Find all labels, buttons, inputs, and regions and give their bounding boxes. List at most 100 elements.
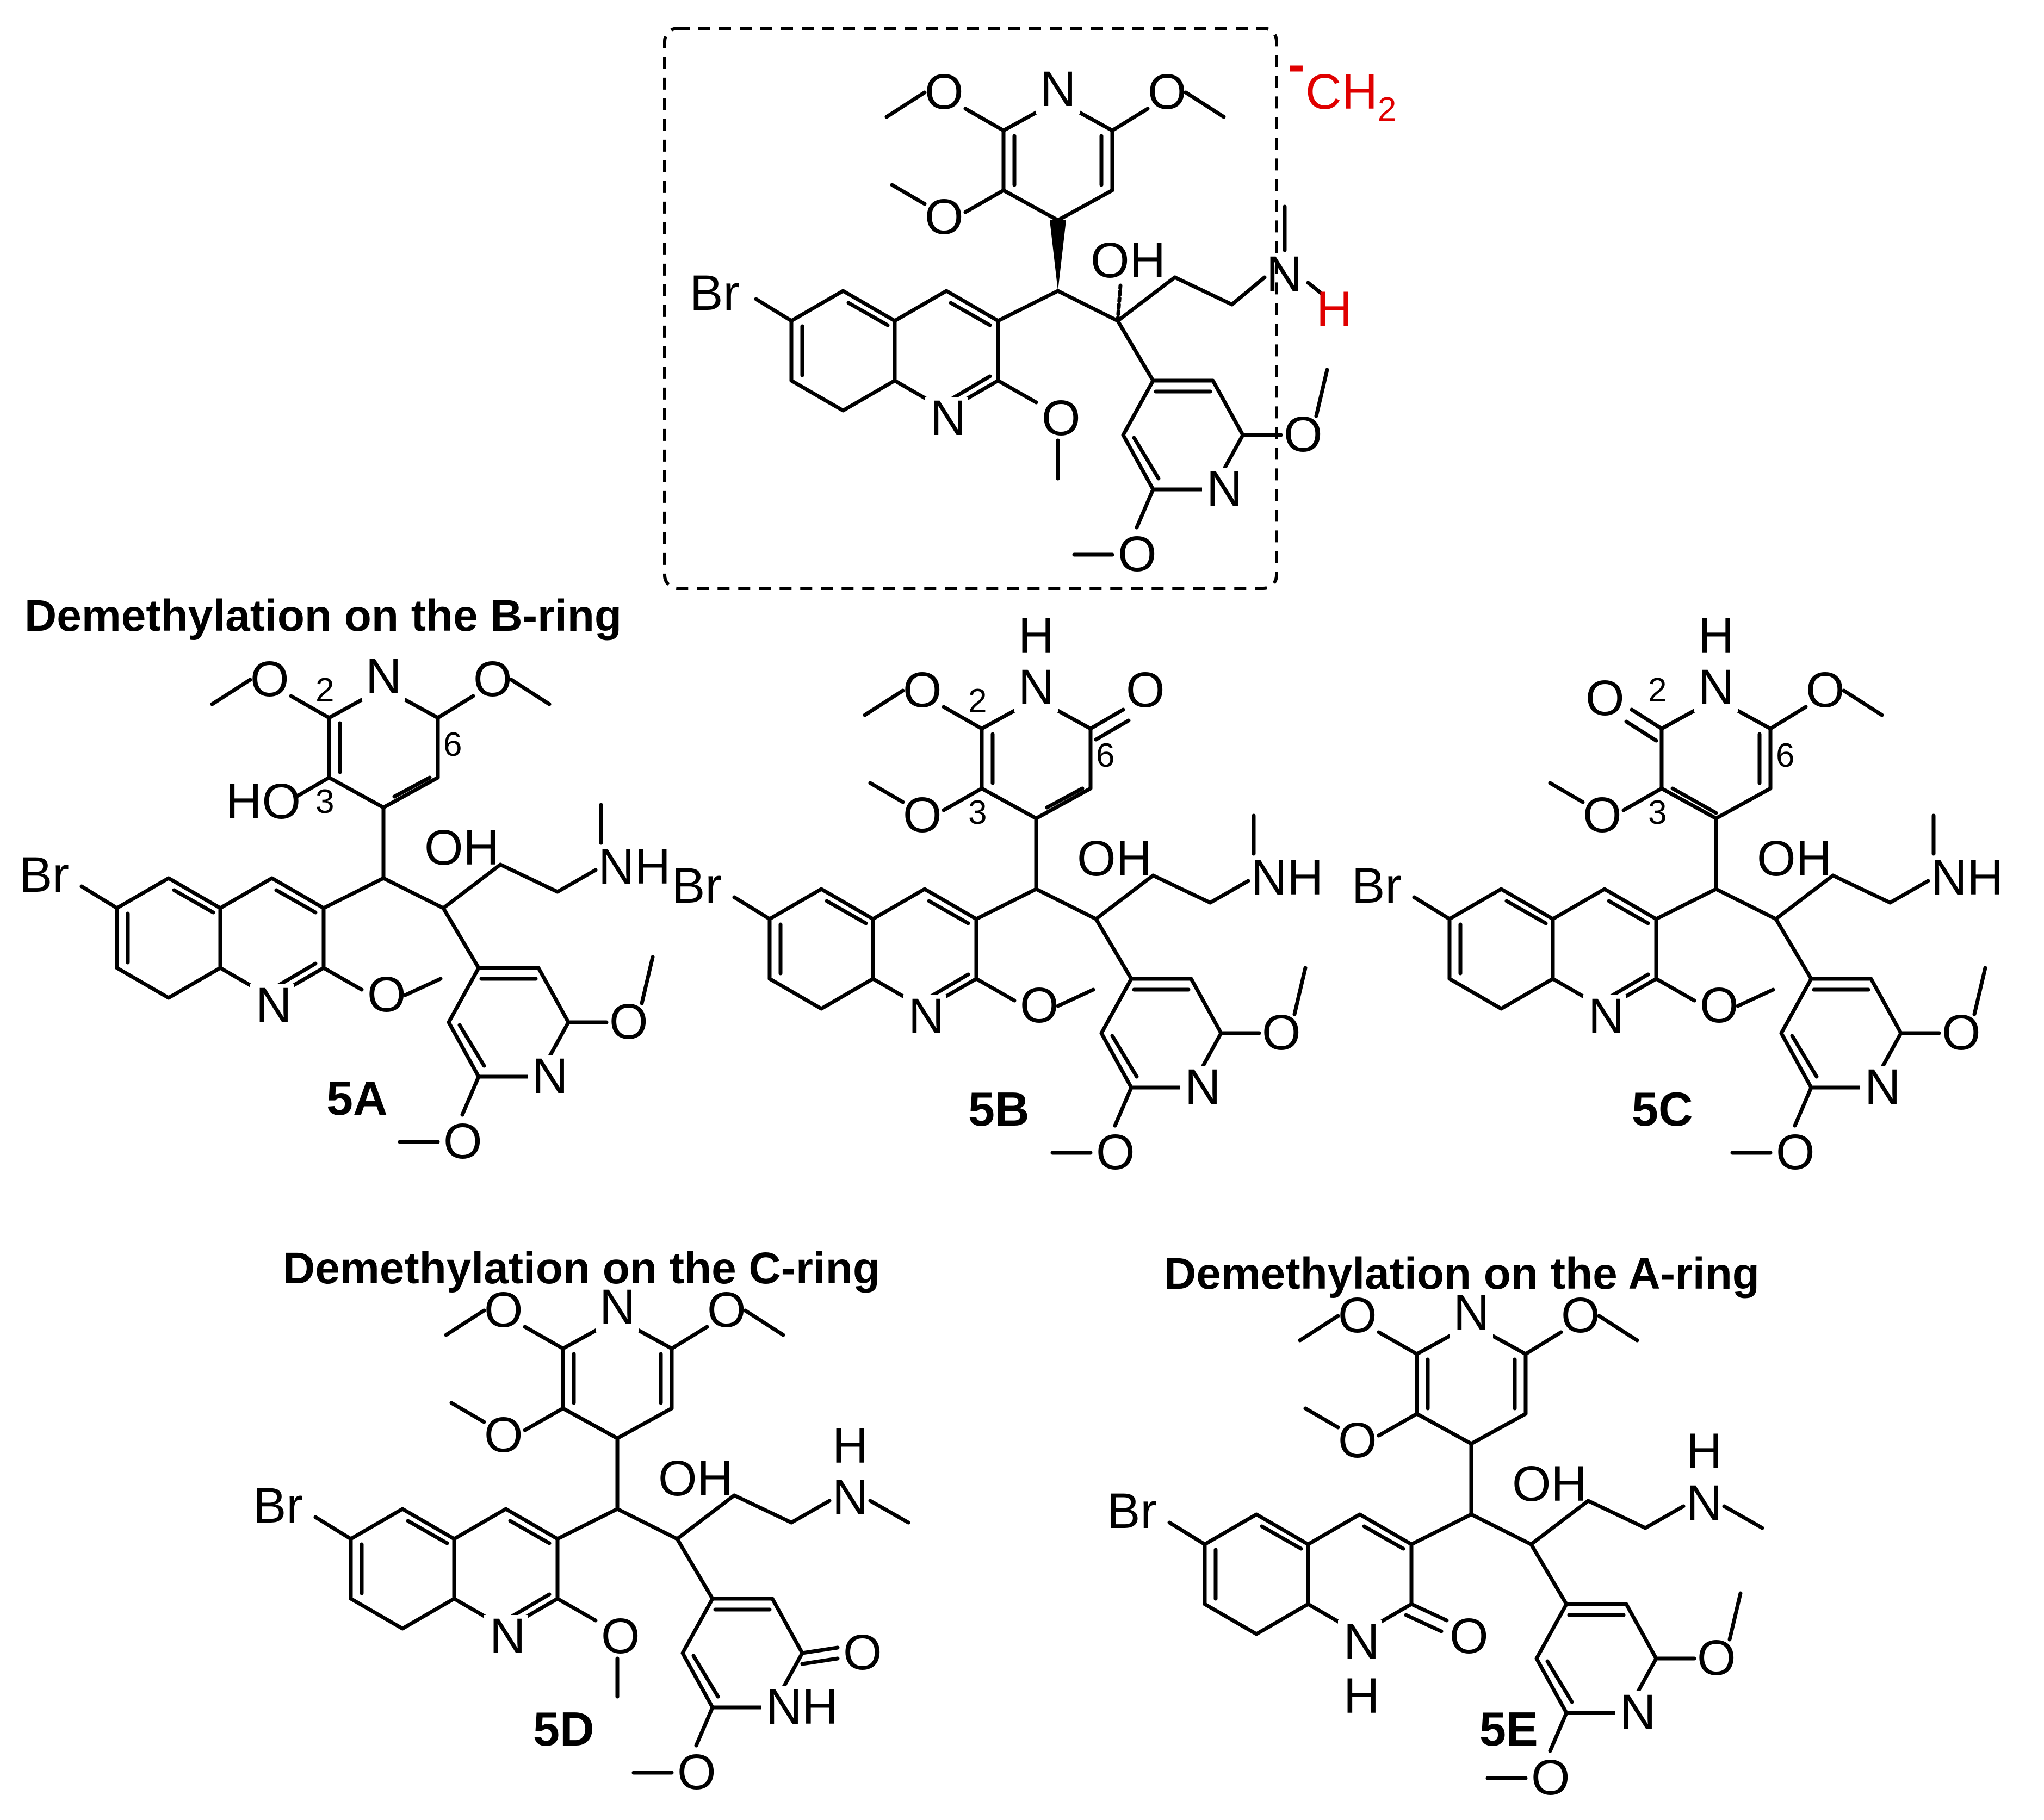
svg-text:O: O [473,651,512,707]
heading-c-ring: Demethylation on the C-ring [283,1244,880,1293]
compound-5b: Br N O OH NH N H O O O 2 3 6 [672,608,1323,1180]
svg-text:N: N [256,978,292,1033]
compound-5d: Br N O OH N H N O O O NH [253,1279,910,1800]
label-5b: 5B [968,1082,1030,1136]
svg-text:O: O [677,1744,716,1800]
svg-text:O: O [1096,1125,1135,1180]
label-5a: 5A [326,1071,388,1125]
svg-text:N: N [1453,1285,1489,1340]
svg-text:H: H [1018,608,1054,663]
svg-text:O: O [367,967,406,1022]
svg-text:Br: Br [253,1478,303,1533]
svg-text:NH: NH [1251,850,1323,905]
svg-text:3: 3 [315,783,334,821]
svg-text:O: O [601,1608,640,1664]
svg-text:O: O [1338,1288,1377,1343]
svg-text:O: O [1776,1125,1815,1180]
hydroxyl: OH [1091,233,1166,288]
svg-text:OH: OH [1512,1456,1587,1512]
svg-text:O: O [707,1282,746,1338]
svg-text:O: O [443,1114,482,1169]
amine-h: H [1316,282,1352,337]
svg-text:Br: Br [19,847,69,903]
svg-text:H: H [1686,1424,1722,1479]
svg-text:Br: Br [1107,1483,1157,1539]
svg-text:O: O [484,1407,523,1463]
c-ring-o2: O [1118,526,1157,582]
svg-text:2: 2 [1648,672,1667,709]
svg-text:NH: NH [1931,850,2003,905]
c-ring-n: N [1206,461,1242,517]
parent-molecule: Br N O OH N H N O O O [663,27,1396,590]
svg-text:6: 6 [443,726,462,763]
svg-text:OH: OH [424,820,499,875]
svg-text:O: O [1020,978,1059,1033]
svg-text:O: O [1583,787,1622,843]
svg-text:Br: Br [672,858,722,914]
label-5e: 5E [1479,1702,1538,1756]
svg-text:N: N [1698,660,1734,715]
svg-text:OH: OH [1077,831,1152,886]
svg-text:3: 3 [1648,794,1667,831]
svg-text:O: O [1338,1413,1377,1468]
compound-5c: Br N O OH NH N H O O O 2 3 6 [1352,608,2003,1180]
svg-text:N: N [1686,1475,1722,1531]
svg-text:N: N [1865,1059,1900,1115]
svg-text:N: N [490,1608,525,1664]
compound-5a: Br N O OH NH N O HO O 2 3 6 N [19,649,671,1169]
b-ring-o6: O [1148,64,1187,120]
svg-text:O: O [1585,670,1625,726]
svg-text:O: O [484,1282,523,1338]
svg-text:N: N [1185,1059,1221,1115]
svg-text:O: O [1450,1608,1489,1664]
svg-text:N: N [1018,660,1054,715]
b-ring-o2: O [925,64,964,120]
svg-text:NH: NH [766,1679,838,1735]
svg-text:OH: OH [658,1451,733,1506]
svg-text:O: O [1561,1288,1600,1343]
svg-text:NH: NH [598,839,671,895]
methoxy-o: O [1042,390,1081,446]
heading-b-ring: Demethylation on the B-ring [24,591,622,641]
svg-text:N: N [1620,1685,1656,1740]
svg-text:6: 6 [1776,737,1794,774]
svg-text:N: N [366,649,401,704]
svg-text:O: O [1700,978,1739,1033]
b-ring [1001,98,1114,222]
b-ring-o3: O [925,189,964,245]
charge-minus: - [1288,37,1305,92]
svg-text:N: N [1343,1614,1379,1669]
ch2-label: CH2 [1305,64,1396,128]
svg-text:O: O [1126,662,1165,718]
svg-text:6: 6 [1096,737,1114,774]
svg-text:H: H [1698,608,1734,663]
quinoline-n: N [930,390,966,446]
quinoline-benzo-ring [789,289,897,413]
label-5d: 5D [533,1702,594,1756]
heading-a-ring: Demethylation on the A-ring [1164,1249,1760,1299]
bromine-atom: Br [690,265,740,321]
svg-text:O: O [1806,662,1845,718]
svg-text:H: H [832,1418,868,1474]
compound-5e: Br N H O OH N H N O O O N [1107,1285,1764,1805]
dashed-box [663,27,1278,590]
svg-text:Br: Br [1352,858,1402,914]
svg-text:O: O [1531,1750,1570,1805]
svg-text:2: 2 [968,682,987,720]
svg-text:OH: OH [1757,831,1832,886]
svg-text:O: O [903,662,942,718]
svg-text:N: N [832,1470,868,1525]
label-5c: 5C [1632,1082,1693,1136]
svg-text:2: 2 [315,672,334,709]
svg-text:H: H [1343,1668,1379,1724]
wedge-bond [1050,220,1066,291]
svg-text:O: O [843,1625,882,1680]
svg-text:O: O [903,787,942,843]
svg-text:3: 3 [968,794,987,831]
svg-text:N: N [1588,989,1624,1044]
svg-text:N: N [599,1279,635,1335]
svg-text:O: O [250,651,289,707]
svg-text:N: N [532,1048,568,1104]
svg-text:HO: HO [226,774,301,829]
